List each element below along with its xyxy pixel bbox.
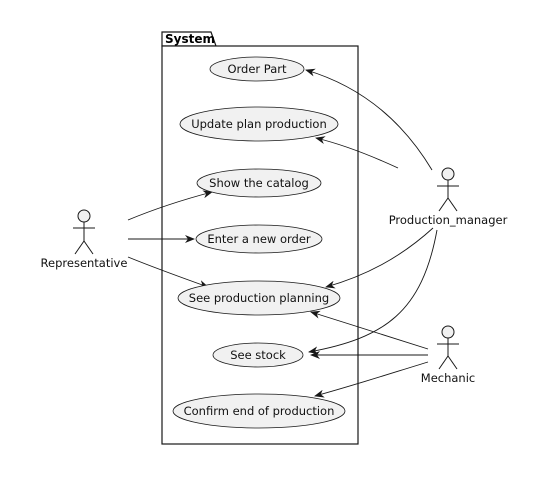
- use-case-ellipse: [209, 56, 305, 82]
- use-case-order-part: Order Part: [209, 56, 305, 82]
- use-case-label: Enter a new order: [207, 232, 311, 246]
- actor-mechanic: Mechanic: [421, 325, 475, 385]
- use-case-ellipse: [177, 280, 341, 316]
- edge-manager-update-plan: [315, 136, 399, 169]
- edge-manager-see-stock: [308, 229, 438, 355]
- actor-representative: Representative: [41, 209, 128, 270]
- use-case-ellipse: [179, 106, 339, 142]
- actor-label: Representative: [41, 256, 128, 270]
- stick-figure-icon: [437, 325, 459, 370]
- use-case-label: See production planning: [189, 291, 329, 305]
- system-title: System: [165, 32, 215, 46]
- use-case-label: Show the catalog: [209, 176, 309, 190]
- use-case-ellipse: [196, 168, 322, 198]
- use-case-label: Order Part: [227, 62, 287, 76]
- use-case-enter-new-order: Enter a new order: [195, 224, 323, 254]
- stick-figure-icon: [73, 209, 95, 255]
- use-case-see-production-planning: See production planning: [177, 280, 341, 316]
- use-case-ellipse: [172, 393, 346, 429]
- actor-label: Production_manager: [389, 213, 508, 227]
- actor-production-manager: Production_manager: [389, 167, 508, 227]
- use-case-label: See stock: [230, 348, 286, 362]
- edge-mechanic-see-planning: [310, 310, 429, 350]
- use-case-show-catalog: Show the catalog: [196, 168, 322, 198]
- use-case-ellipse: [195, 224, 323, 254]
- use-case-confirm-end-of-production: Confirm end of production: [172, 393, 346, 429]
- use-case-label: Update plan production: [191, 117, 327, 131]
- edge-mechanic-confirm-end: [314, 361, 429, 398]
- edge-manager-see-planning: [325, 227, 434, 289]
- edges: [127, 68, 438, 398]
- edge-representative-show-catalog: [127, 190, 213, 221]
- edge-representative-see-planning: [127, 256, 209, 288]
- use-case-ellipse: [212, 342, 304, 368]
- use-case-label: Confirm end of production: [184, 404, 335, 418]
- edge-manager-order-part: [305, 68, 433, 171]
- stick-figure-icon: [437, 167, 459, 212]
- use-case-update-plan-production: Update plan production: [179, 106, 339, 142]
- actor-label: Mechanic: [421, 371, 475, 385]
- use-case-see-stock: See stock: [212, 342, 304, 368]
